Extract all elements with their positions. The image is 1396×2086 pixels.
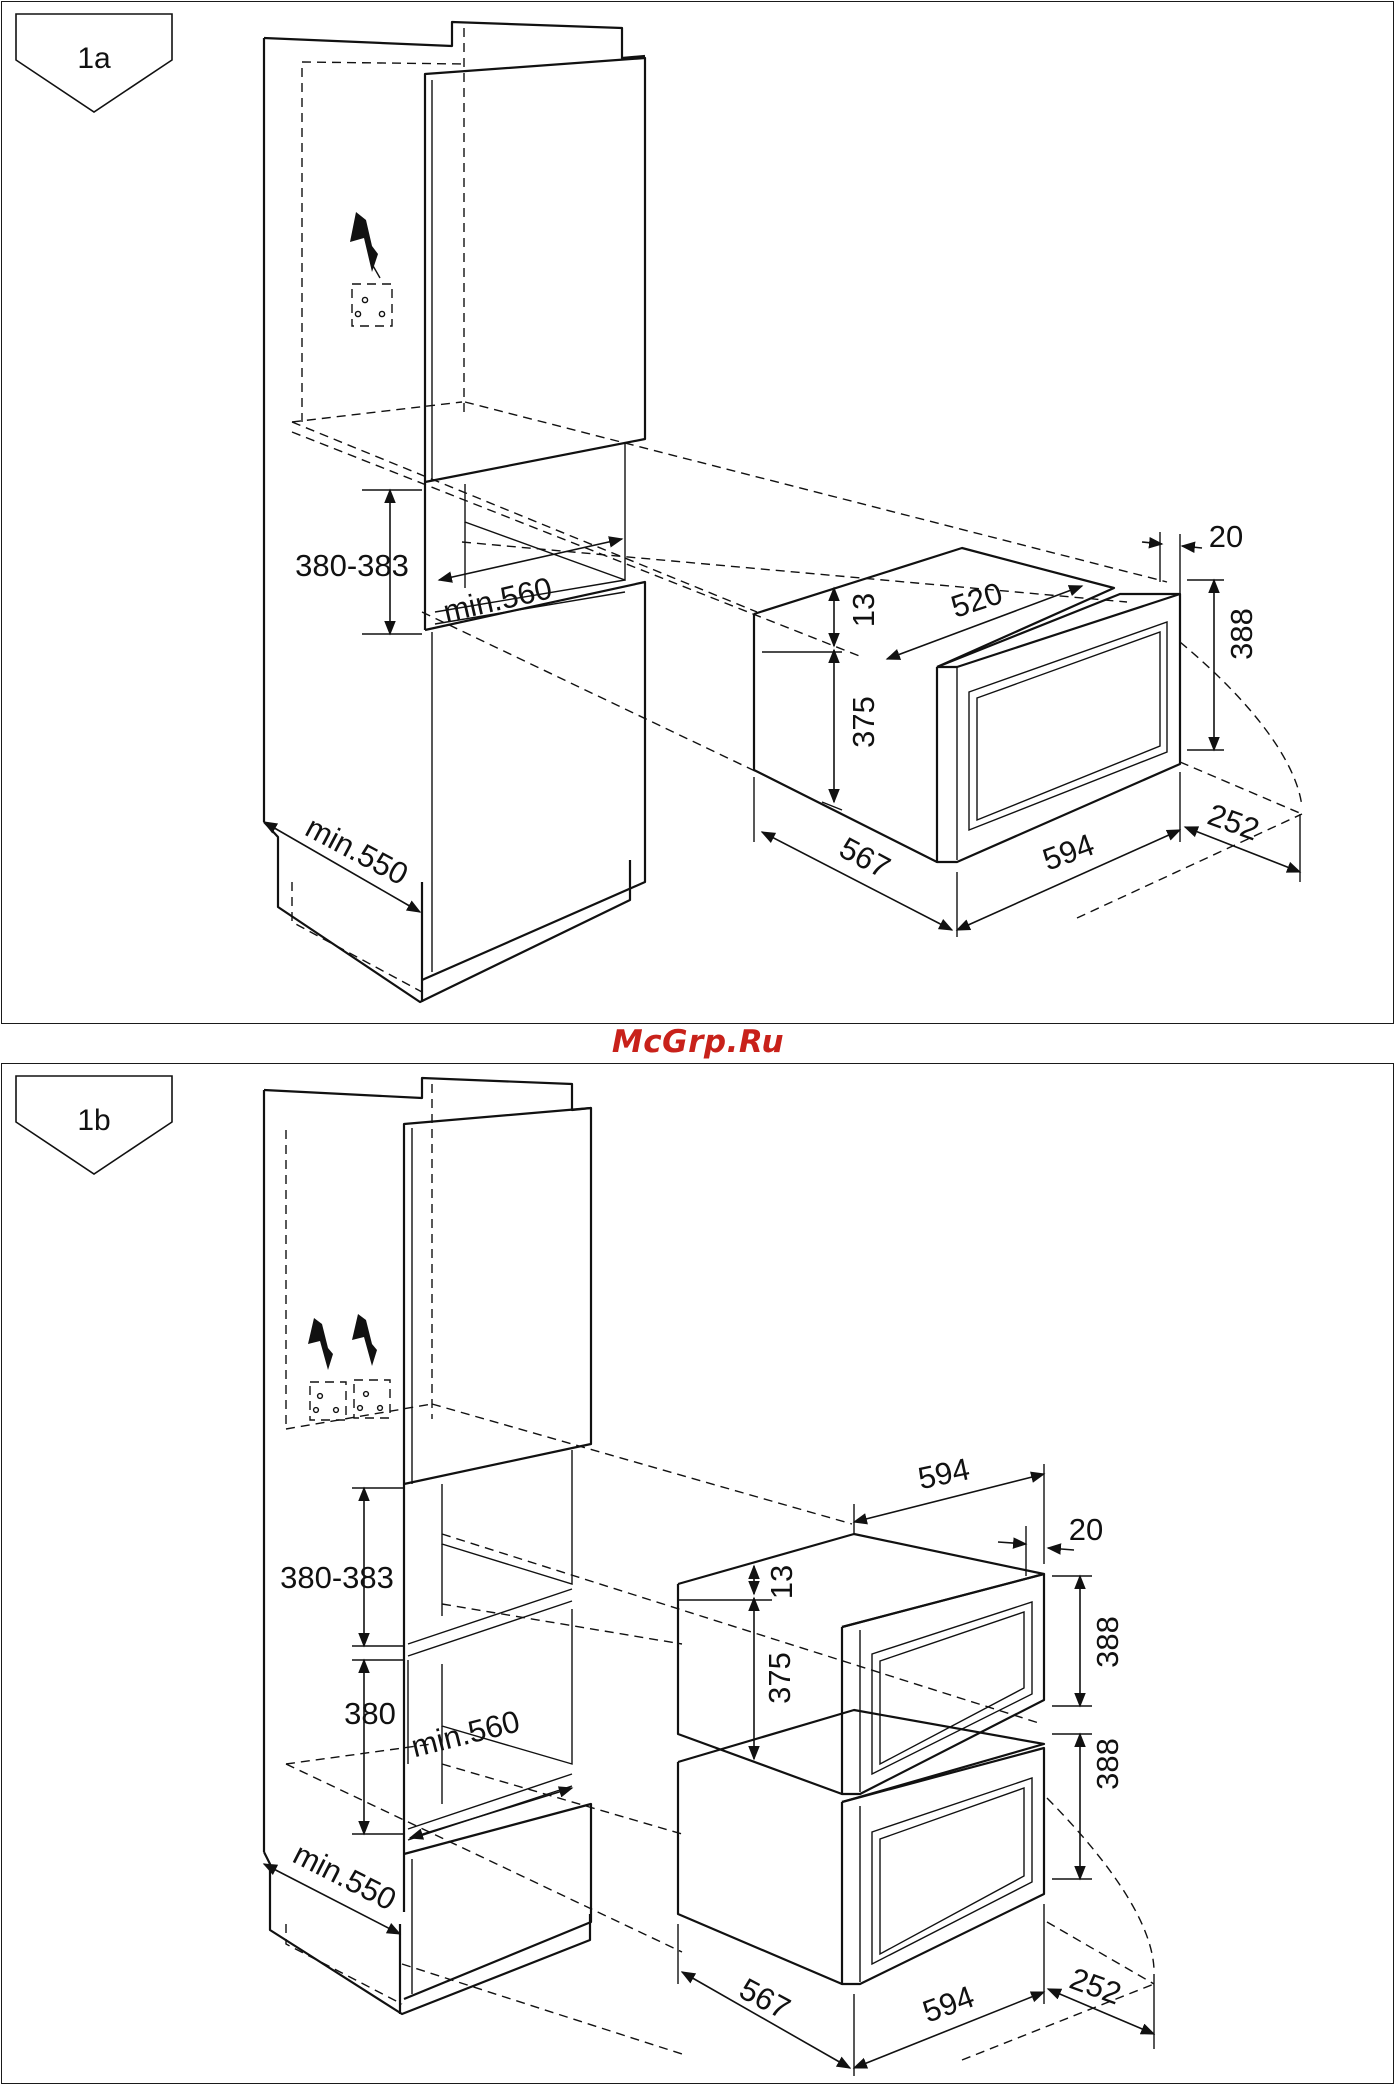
body-depth-label: 567 (834, 830, 896, 885)
power-socket (352, 284, 392, 326)
appliance-upper (678, 1534, 1044, 1794)
dimension-labels: 380-383 min.560 min.550 13 520 375 567 5… (295, 519, 1264, 892)
top-width-label: 594 (915, 1451, 973, 1496)
dimension-lines (264, 1464, 1154, 2076)
front-thickness-label: 20 (1209, 519, 1243, 554)
front-thickness-label: 20 (1069, 1512, 1103, 1547)
figure-1a-panel: 1a (1, 1, 1394, 1024)
top-gap-label: 13 (846, 593, 881, 627)
top-gap-label: 13 (764, 1565, 799, 1599)
front-height-label: 388 (1224, 608, 1259, 660)
figure-1b-drawing: 1b (2, 1064, 1395, 2085)
power-socket (310, 1382, 346, 1420)
watermark: McGrp.Ru (0, 1022, 1396, 1062)
figure-badge: 1a (16, 14, 172, 112)
niche-width-label: min.560 (440, 570, 555, 629)
door-swing-label: 252 (1203, 797, 1264, 848)
electric-hazard-icon (308, 1318, 333, 1370)
dimension-labels: 380-383 380 min.560 min.550 594 20 13 37… (280, 1451, 1126, 2029)
cabinet-depth-label: min.550 (300, 809, 414, 892)
electric-hazard-icon (350, 212, 380, 278)
niche-height-label: 380-383 (280, 1560, 394, 1595)
lower-niche-height-label: 380 (344, 1696, 396, 1731)
electric-hazard-icon (352, 1314, 377, 1366)
figure-1b-panel: 1b (1, 1063, 1394, 2084)
figure-1a-drawing: 1a (2, 2, 1395, 1025)
dimension-lines (264, 490, 1300, 937)
door-swing-label: 252 (1065, 1961, 1126, 2012)
niche-width-label: min.560 (408, 1703, 523, 1764)
niche-height-label: 380-383 (295, 548, 409, 583)
power-socket (354, 1380, 390, 1418)
body-height-label: 375 (846, 696, 881, 748)
figure-badge: 1b (16, 1076, 172, 1174)
figure-badge-label: 1a (77, 42, 111, 75)
front-height-lower-label: 388 (1090, 1738, 1125, 1790)
body-height-label: 375 (762, 1652, 797, 1704)
figure-badge-label: 1b (77, 1104, 110, 1137)
appliance-lower (678, 1710, 1044, 1984)
front-height-upper-label: 388 (1090, 1616, 1125, 1668)
body-depth-label: 567 (734, 1971, 796, 2026)
